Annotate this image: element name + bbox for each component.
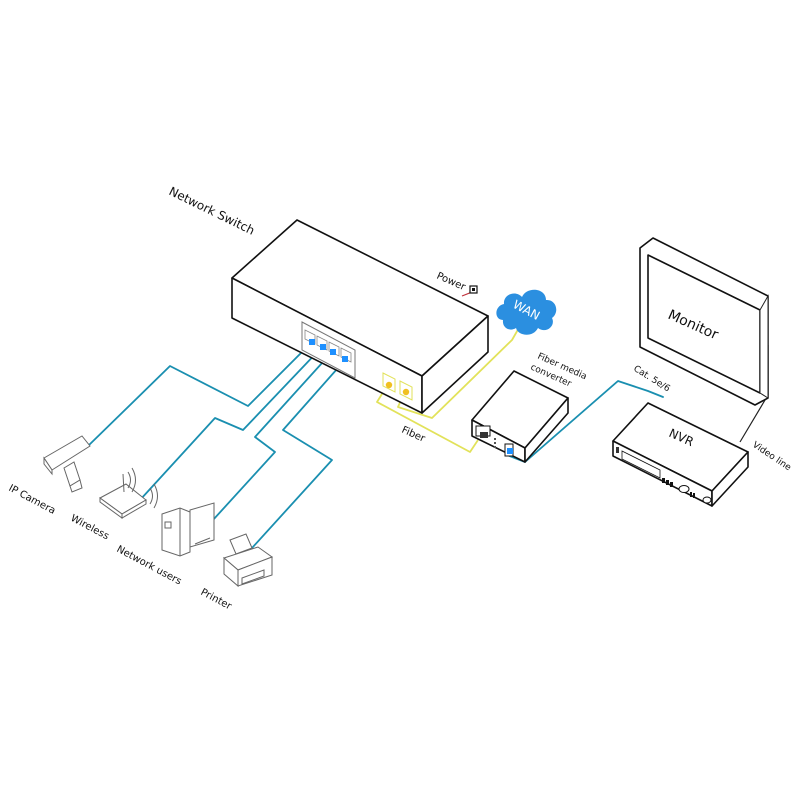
fiber-plug-2 bbox=[402, 388, 410, 396]
ip-camera-icon bbox=[43, 435, 91, 493]
cable-printer bbox=[251, 359, 346, 549]
ip-camera-label: IP Camera bbox=[7, 483, 58, 517]
cat-label: Cat. 5e/6 bbox=[631, 364, 671, 394]
wireless-label: Wireless bbox=[69, 513, 111, 542]
power-icon bbox=[469, 285, 478, 294]
cable-ip-camera bbox=[87, 341, 313, 447]
wireless-router-icon bbox=[99, 467, 158, 519]
monitor bbox=[639, 237, 769, 406]
converter-rj45-plug bbox=[507, 448, 513, 454]
rj45-plugs bbox=[309, 339, 348, 362]
printer-icon bbox=[222, 533, 274, 588]
network-users-pc-icon bbox=[161, 502, 215, 557]
wan-cloud-icon bbox=[496, 289, 557, 335]
video-line-label: Video line bbox=[750, 440, 793, 473]
power-label: Power bbox=[435, 271, 468, 294]
fiber-switch-to-converter bbox=[376, 385, 479, 453]
nvr bbox=[612, 402, 749, 507]
cable-network-users bbox=[212, 351, 333, 521]
cable-wireless bbox=[139, 346, 323, 501]
network-switch bbox=[231, 219, 489, 414]
switch-label: Network Switch bbox=[167, 184, 257, 238]
fiber-media-converter bbox=[471, 370, 569, 463]
printer-label: Printer bbox=[199, 587, 234, 613]
fiber-plug-1 bbox=[385, 381, 393, 389]
